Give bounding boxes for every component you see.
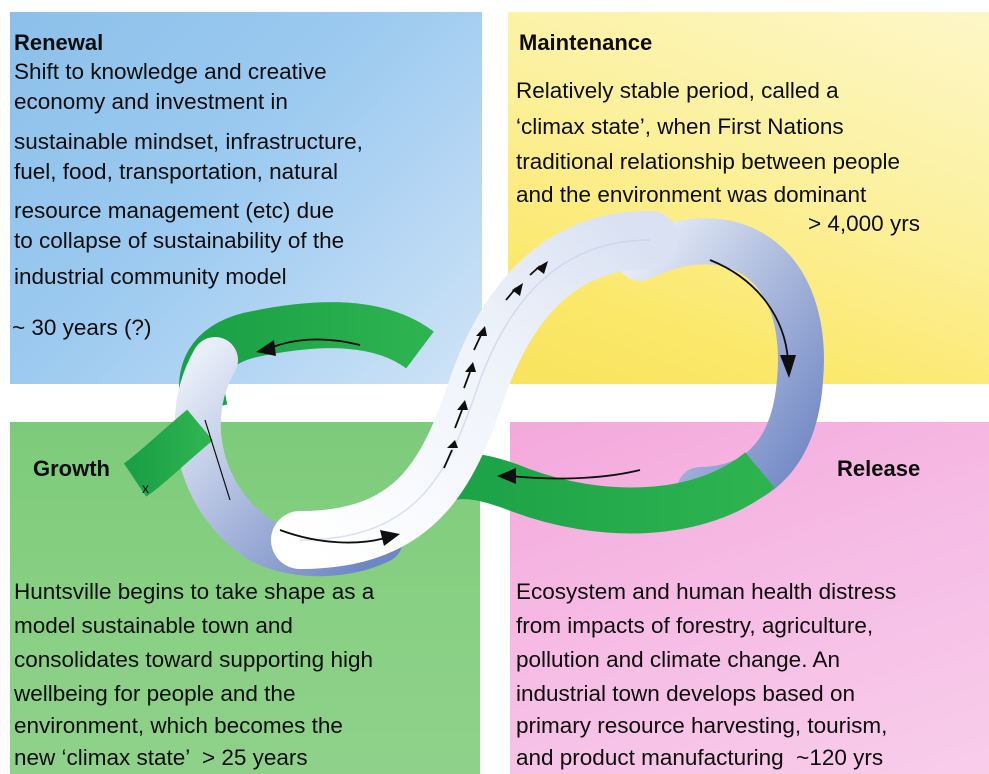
renewal-title: Renewal: [14, 30, 104, 55]
renewal-line-2: economy and investment in: [14, 89, 288, 114]
maintenance-line-1: Relatively stable period, called a: [516, 78, 839, 103]
growth-line-2: model sustainable town and: [14, 613, 293, 638]
growth-line-4: wellbeing for people and the: [14, 681, 296, 706]
maintenance-title: Maintenance: [519, 30, 653, 55]
maintenance-duration: > 4,000 yrs: [808, 211, 920, 236]
renewal-line-6: to collapse of sustainability of the: [14, 228, 345, 253]
growth-line-5: environment, which becomes the: [14, 713, 343, 738]
renewal-line-7: industrial community model: [14, 264, 287, 289]
release-line-6: and product manufacturing ~120 yrs: [516, 745, 884, 770]
growth-line-3: consolidates toward supporting high: [14, 647, 373, 672]
release-title: Release: [837, 456, 921, 481]
growth-line-1: Huntsville begins to take shape as a: [14, 579, 375, 604]
release-line-2: from impacts of forestry, agriculture,: [516, 613, 874, 638]
growth-line-6: new ‘climax state’ > 25 years: [14, 745, 308, 770]
maintenance-line-3: traditional relationship between people: [516, 149, 901, 174]
maintenance-line-2: ‘climax state’, when First Nations: [516, 114, 844, 139]
renewal-line-3: sustainable mindset, infrastructure,: [14, 129, 363, 154]
renewal-line-1: Shift to knowledge and creative: [14, 59, 327, 84]
release-line-4: industrial town develops based on: [516, 681, 855, 706]
release-line-5: primary resource harvesting, tourism,: [516, 713, 888, 738]
renewal-duration: ~ 30 years (?): [12, 315, 152, 340]
release-line-3: pollution and climate change. An: [516, 647, 840, 672]
growth-title: Growth: [33, 456, 110, 481]
renewal-line-4: fuel, food, transportation, natural: [14, 159, 338, 184]
maintenance-line-4: and the environment was dominant: [516, 182, 867, 207]
renewal-line-5: resource management (etc) due: [14, 198, 335, 223]
release-line-1: Ecosystem and human health distress: [516, 579, 897, 604]
